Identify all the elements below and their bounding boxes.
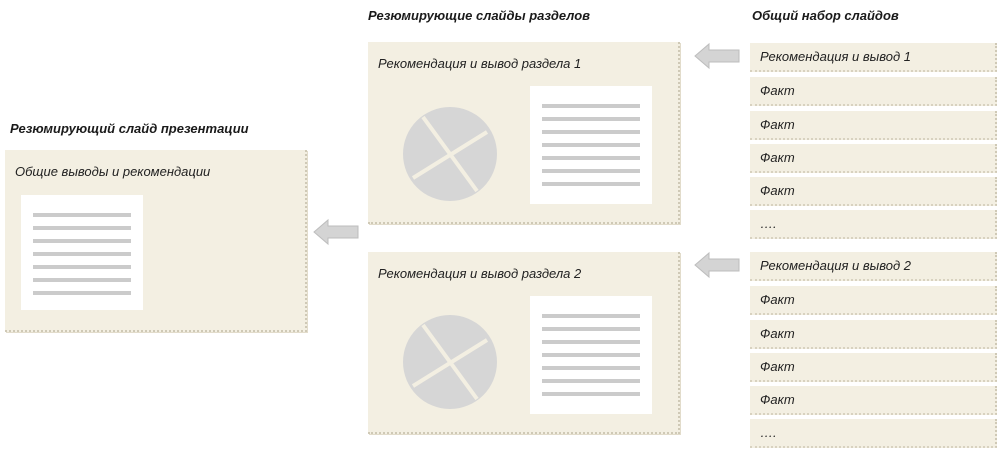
section-card-title-1: Рекомендация и вывод раздела 1 <box>378 56 582 71</box>
slide-strip-label: Факт <box>760 359 795 374</box>
slide-strip-label: …. <box>760 425 777 440</box>
slide-strip-label: Факт <box>760 292 795 307</box>
slide-strip: Факт <box>750 177 997 206</box>
slide-strip: …. <box>750 419 997 448</box>
slide-strip-label: Факт <box>760 326 795 341</box>
heading-all-slides: Общий набор слайдов <box>752 8 899 23</box>
slide-strip: Факт <box>750 144 997 173</box>
pie-chart-icon <box>403 107 497 201</box>
slide-strip: Факт <box>750 111 997 140</box>
slide-strip-label: Рекомендация и вывод 2 <box>760 258 912 273</box>
slide-strip: Рекомендация и вывод 1 <box>750 43 997 72</box>
slide-strip-label: …. <box>760 216 777 231</box>
slide-strip: Факт <box>750 353 997 382</box>
document-icon <box>530 86 652 204</box>
presentation-card-title: Общие выводы и рекомендации <box>15 164 211 179</box>
heading-section-summaries: Резюмирующие слайды разделов <box>368 8 591 23</box>
slide-strip: Факт <box>750 286 997 315</box>
slide-strip: Факт <box>750 386 997 415</box>
pie-chart-icon <box>403 315 497 409</box>
slide-strip-label: Факт <box>760 83 795 98</box>
slide-strip: Факт <box>750 77 997 106</box>
slide-strip-label: Факт <box>760 150 795 165</box>
slide-strip: …. <box>750 210 997 239</box>
slide-strip-label: Факт <box>760 117 795 132</box>
slide-strip: Факт <box>750 320 997 349</box>
slide-strip-label: Факт <box>760 183 795 198</box>
arrow-left-icon <box>313 218 359 246</box>
arrow-left-icon <box>694 42 740 70</box>
section-card-title-2: Рекомендация и вывод раздела 2 <box>378 266 582 281</box>
document-icon <box>21 195 143 310</box>
presentation-summary-card: Общие выводы и рекомендации <box>5 150 307 332</box>
slide-strip: Рекомендация и вывод 2 <box>750 252 997 281</box>
section-summary-card-2: Рекомендация и вывод раздела 2 <box>368 252 680 434</box>
section-summary-card-1: Рекомендация и вывод раздела 1 <box>368 42 680 224</box>
document-icon <box>530 296 652 414</box>
arrow-left-icon <box>694 251 740 279</box>
slide-strip-label: Рекомендация и вывод 1 <box>760 49 912 64</box>
heading-presentation-summary: Резюмирующий слайд презентации <box>10 121 249 136</box>
slide-strip-label: Факт <box>760 392 795 407</box>
